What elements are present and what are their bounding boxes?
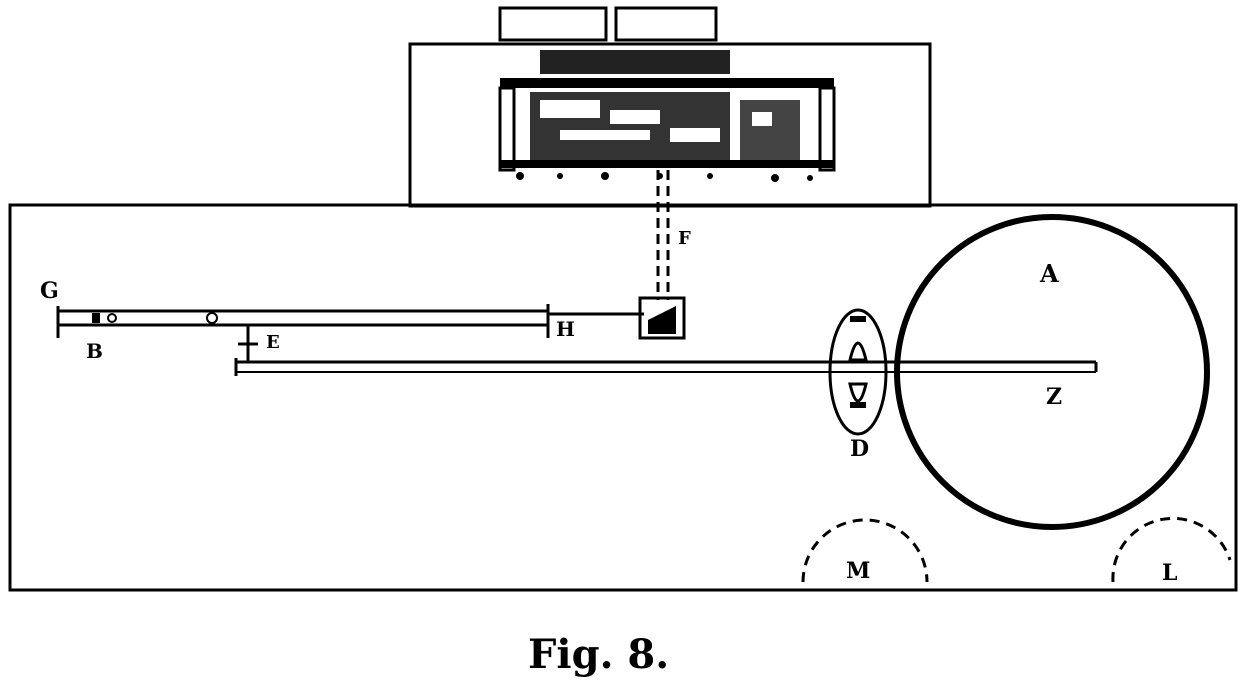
vertical-shaft: [656, 170, 670, 300]
label-d: D: [850, 436, 869, 462]
label-m: M: [846, 558, 870, 584]
clockwork-mechanism: [498, 50, 836, 182]
roller-holder: [828, 308, 888, 436]
label-l: L: [1162, 560, 1177, 586]
slide-bar: [234, 326, 1098, 376]
label-b: B: [86, 339, 103, 363]
label-f: F: [678, 228, 691, 249]
label-e: E: [266, 332, 280, 353]
lever-gh: [56, 304, 644, 338]
disc: [894, 214, 1210, 530]
dashed-arc-l: [1111, 516, 1232, 583]
top-cap: [498, 6, 718, 42]
label-g: G: [40, 278, 59, 304]
shaft-block: [638, 296, 686, 340]
label-z: Z: [1046, 384, 1062, 410]
label-h: H: [556, 317, 575, 341]
base-plate: [8, 203, 1238, 592]
figure-caption: Fig. 8.: [528, 631, 669, 678]
label-a: A: [1039, 259, 1059, 288]
